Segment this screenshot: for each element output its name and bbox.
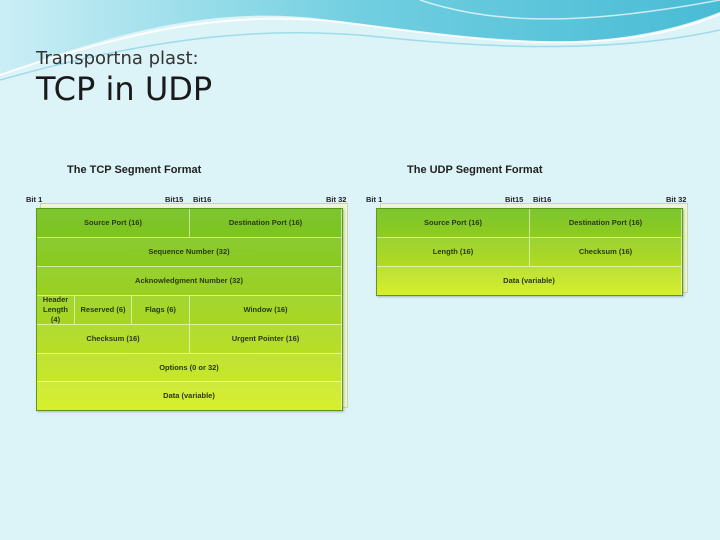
tcp-data-cell: Data (variable) xyxy=(37,382,342,410)
tcp-checksum-cell: Checksum (16) xyxy=(37,325,190,354)
udp-data-cell: Data (variable) xyxy=(377,267,682,295)
tcp-segment-table: Source Port (16) Destination Port (16) S… xyxy=(36,208,343,411)
tcp-format-title: The TCP Segment Format xyxy=(67,164,201,176)
udp-destination-port-cell: Destination Port (16) xyxy=(530,209,682,238)
slide-subtitle: Transportna plast: xyxy=(36,48,199,69)
udp-length-cell: Length (16) xyxy=(377,238,530,267)
tcp-reserved-cell: Reserved (6) xyxy=(75,296,132,325)
udp-checksum-cell: Checksum (16) xyxy=(530,238,682,267)
tcp-urgent-pointer-cell: Urgent Pointer (16) xyxy=(190,325,342,354)
slide-title: TCP in UDP xyxy=(36,70,212,108)
tcp-flags-cell: Flags (6) xyxy=(132,296,190,325)
tcp-destination-port-cell: Destination Port (16) xyxy=(190,209,342,238)
tcp-window-cell: Window (16) xyxy=(190,296,342,325)
tcp-header-length-cell: Header Length (4) xyxy=(37,296,75,325)
tcp-source-port-cell: Source Port (16) xyxy=(37,209,190,238)
udp-source-port-cell: Source Port (16) xyxy=(377,209,530,238)
tcp-sequence-number-cell: Sequence Number (32) xyxy=(37,238,342,267)
tcp-options-cell: Options (0 or 32) xyxy=(37,354,342,382)
udp-format-title: The UDP Segment Format xyxy=(407,164,543,176)
udp-segment-table: Source Port (16) Destination Port (16) L… xyxy=(376,208,683,296)
tcp-acknowledgment-number-cell: Acknowledgment Number (32) xyxy=(37,267,342,296)
